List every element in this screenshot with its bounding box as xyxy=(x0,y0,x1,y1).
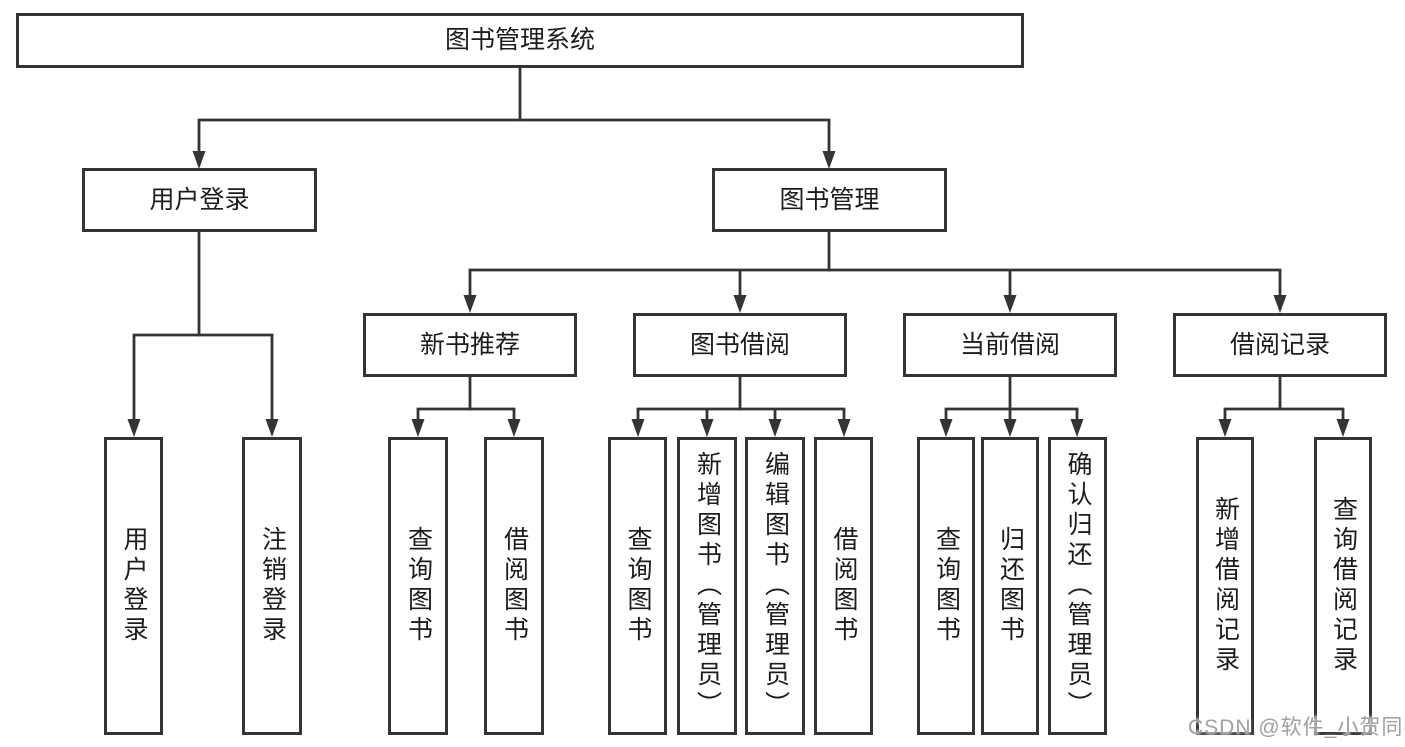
leaf-query-books-current: 查询图书 xyxy=(917,437,975,735)
node-book-management: 图书管理 xyxy=(712,168,947,232)
watermark-text: CSDN @软件_小贺同学 xyxy=(1188,716,1405,739)
leaf-query-books-borrowing: 查询图书 xyxy=(608,437,667,735)
leaf-logout: 注销登录 xyxy=(242,437,302,735)
leaf-add-borrow-record: 新增借阅记录 xyxy=(1196,437,1254,735)
node-system-root: 图书管理系统 xyxy=(16,13,1024,68)
node-user-login: 用户登录 xyxy=(82,168,317,232)
leaf-borrow-books-borrowing: 借阅图书 xyxy=(814,437,873,735)
leaf-query-borrow-record: 查询借阅记录 xyxy=(1314,437,1372,735)
leaf-confirm-return-admin: 确认归还（管理员） xyxy=(1048,437,1107,735)
leaf-user-login: 用户登录 xyxy=(104,437,163,735)
node-book-borrowing: 图书借阅 xyxy=(633,313,847,377)
leaf-edit-books-admin: 编辑图书（管理员） xyxy=(745,437,805,735)
node-new-book-recommendation: 新书推荐 xyxy=(363,313,577,377)
leaf-borrow-books-recommend: 借阅图书 xyxy=(484,437,544,735)
node-borrowing-records: 借阅记录 xyxy=(1173,313,1387,377)
leaf-return-books: 归还图书 xyxy=(981,437,1039,735)
leaf-query-books-recommend: 查询图书 xyxy=(388,437,448,735)
leaf-add-books-admin: 新增图书（管理员） xyxy=(677,437,737,735)
node-current-borrowing: 当前借阅 xyxy=(903,313,1117,377)
